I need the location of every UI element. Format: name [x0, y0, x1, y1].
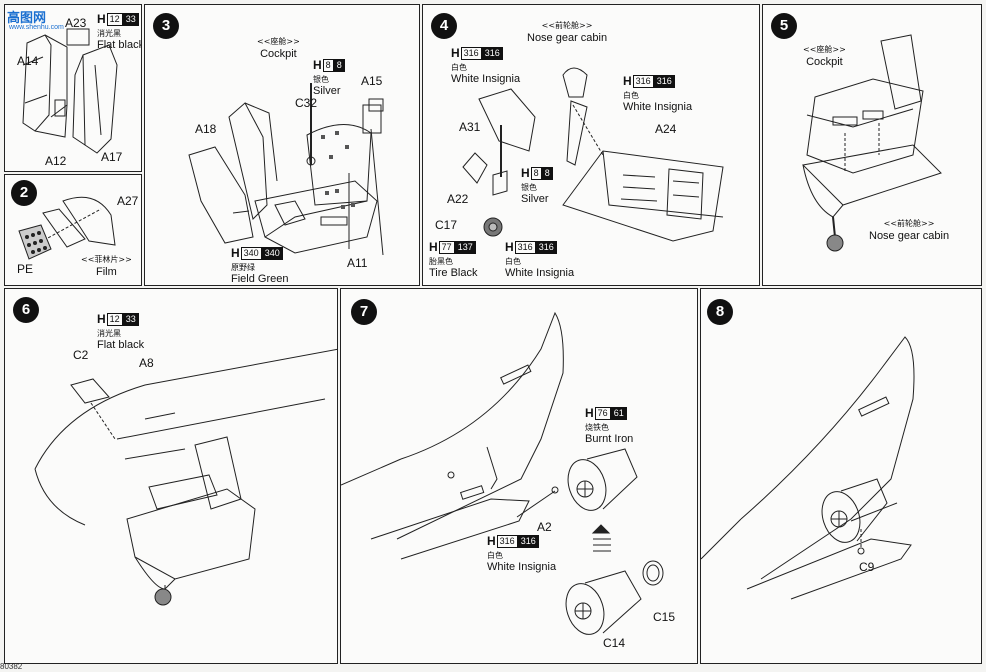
- part-label: A18: [195, 122, 217, 136]
- part-label: C2: [73, 348, 89, 362]
- part-label: C17: [435, 218, 458, 232]
- step-8-tail-drawing: [701, 336, 915, 600]
- step-number: 3: [153, 13, 179, 39]
- step-5-panel: 5 <<座舱>>Cockpit <<前轮舱>>Nose gear cabin: [762, 4, 982, 286]
- part-label: A27: [117, 194, 139, 208]
- step-6-fuselage-drawing: [34, 348, 337, 606]
- step-2-panel: 2 A27 PE <<菲林片>>Film: [4, 174, 142, 286]
- footer-code: 80382: [0, 662, 23, 671]
- part-label: A12: [45, 154, 67, 168]
- part-label: A14: [17, 54, 39, 68]
- step-1-seat-drawing: [22, 28, 118, 154]
- step-7-tail-drawing: [341, 311, 664, 635]
- step-2-film-drawing: [18, 196, 116, 260]
- part-label: A31: [459, 120, 481, 134]
- cockpit-caption: <<座舱>>Cockpit: [803, 45, 846, 68]
- part-label: A11: [347, 256, 368, 270]
- part-label: C14: [603, 636, 626, 650]
- step-number: 5: [771, 13, 797, 39]
- part-label: A8: [139, 356, 154, 370]
- step-number: 4: [431, 13, 457, 39]
- cockpit-title: <<座舱>>Cockpit: [257, 37, 300, 60]
- step-5-assembly-drawing: [801, 34, 942, 252]
- step-3-cockpit-drawing: [188, 83, 384, 256]
- film-caption: <<菲林片>>Film: [81, 255, 132, 278]
- part-label: C9: [859, 560, 875, 574]
- step-4-gear-cabin-drawing: [462, 67, 724, 242]
- nose-gear-cabin-title: <<前轮舱>>Nose gear cabin: [527, 21, 608, 44]
- step-8-panel: 8 C9: [700, 288, 982, 664]
- step-number: 6: [13, 297, 39, 323]
- part-label: A23: [65, 16, 87, 30]
- part-label: C15: [653, 610, 676, 624]
- part-label: C32: [295, 96, 318, 110]
- part-label: A17: [101, 150, 123, 164]
- step-number: 8: [707, 299, 733, 325]
- part-label: A22: [447, 192, 469, 206]
- nose-gear-cabin-caption: <<前轮舱>>Nose gear cabin: [869, 219, 950, 242]
- part-label: A2: [537, 520, 552, 534]
- watermark-url: www.shenhu.com: [9, 24, 64, 31]
- step-number: 2: [11, 180, 37, 206]
- part-label: A24: [655, 122, 677, 136]
- watermark-logo: 高图网: [7, 11, 47, 26]
- step-number: 7: [351, 299, 377, 325]
- part-label: PE: [17, 262, 34, 276]
- part-label: A15: [361, 74, 383, 88]
